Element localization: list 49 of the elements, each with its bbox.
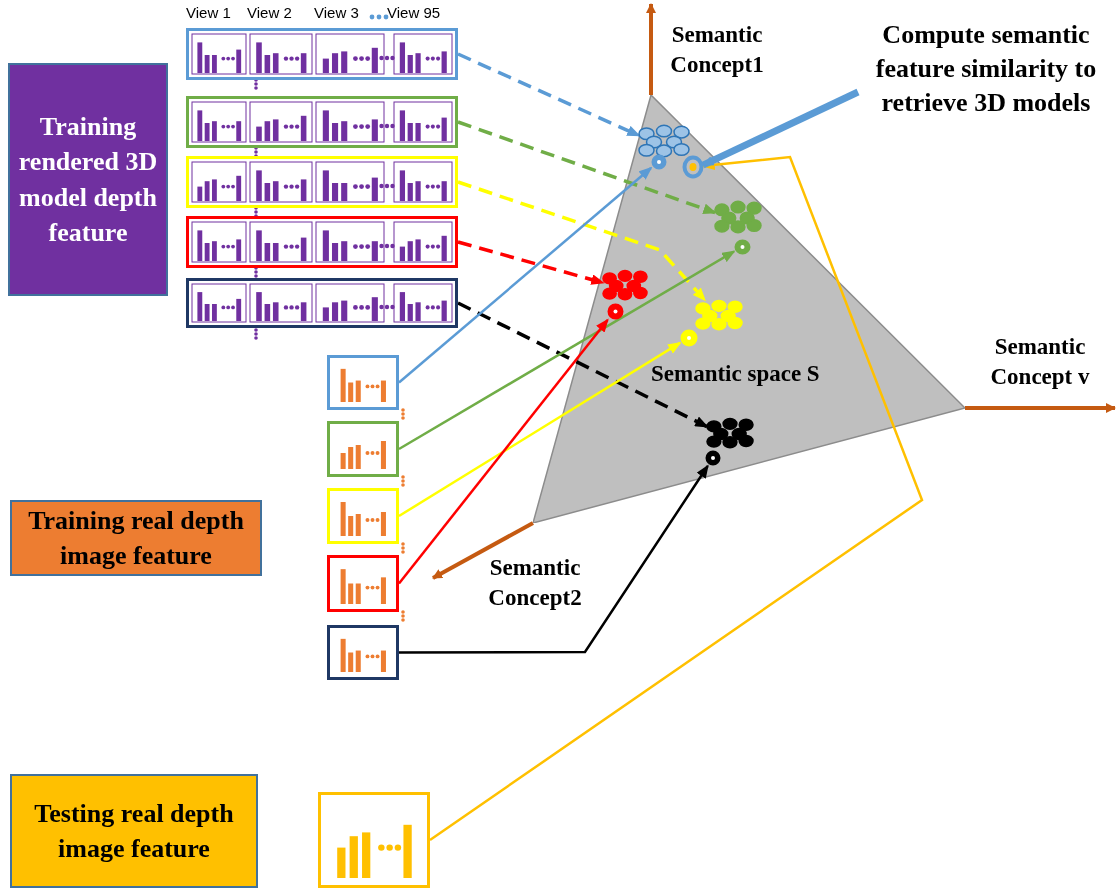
box-title: Testing real depth image feature [33,797,235,865]
title-box [10,774,258,888]
feature-thumbnail [327,488,399,544]
query-point [734,239,751,255]
arrow [398,166,653,384]
view-label: View 95 [387,4,441,21]
arrow [457,52,641,138]
arrow [701,88,860,169]
axis-label: Semantic Concept v [989,333,1091,391]
arrow [429,155,924,842]
annotation-text: Compute semantic feature similarity to retrieve 3D models [874,19,1098,119]
feature-strip [186,28,458,80]
arrow [398,250,736,451]
box-title: Training rendered 3D model depth feature [17,111,159,249]
arrow [398,318,609,585]
arrow [399,464,709,654]
title-box [10,500,262,576]
space-label: Semantic space S [651,361,821,387]
query-point [683,156,703,178]
point-cluster [639,125,689,159]
query-point [651,154,667,170]
query-point [680,329,698,347]
view-label: View 3 [314,4,359,21]
arrow [457,180,706,302]
title-box [8,63,168,296]
arrow [457,120,717,215]
feature-strip [186,156,458,208]
feature-strip [186,278,458,328]
view-label: View 1 [186,4,231,21]
feature-thumbnail [327,421,399,477]
query-point [705,450,721,466]
point-cluster [696,300,742,332]
feature-thumbnail [327,555,399,612]
feature-thumbnail [318,792,430,888]
point-cluster [715,201,761,235]
feature-thumbnail [327,625,399,680]
arrow [457,240,605,285]
view-label: View 2 [247,4,292,21]
point-cluster [603,270,647,302]
point-cluster [707,418,753,450]
feature-strip [186,96,458,148]
arrow [457,301,709,429]
query-point [607,303,624,320]
box-title: Training real depth image feature [27,504,245,572]
feature-thumbnail [327,355,399,410]
feature-strip [186,216,458,268]
axis-label: Semantic Concept2 [487,554,583,612]
axis-label: Semantic Concept1 [669,21,765,79]
arrow [398,341,682,518]
